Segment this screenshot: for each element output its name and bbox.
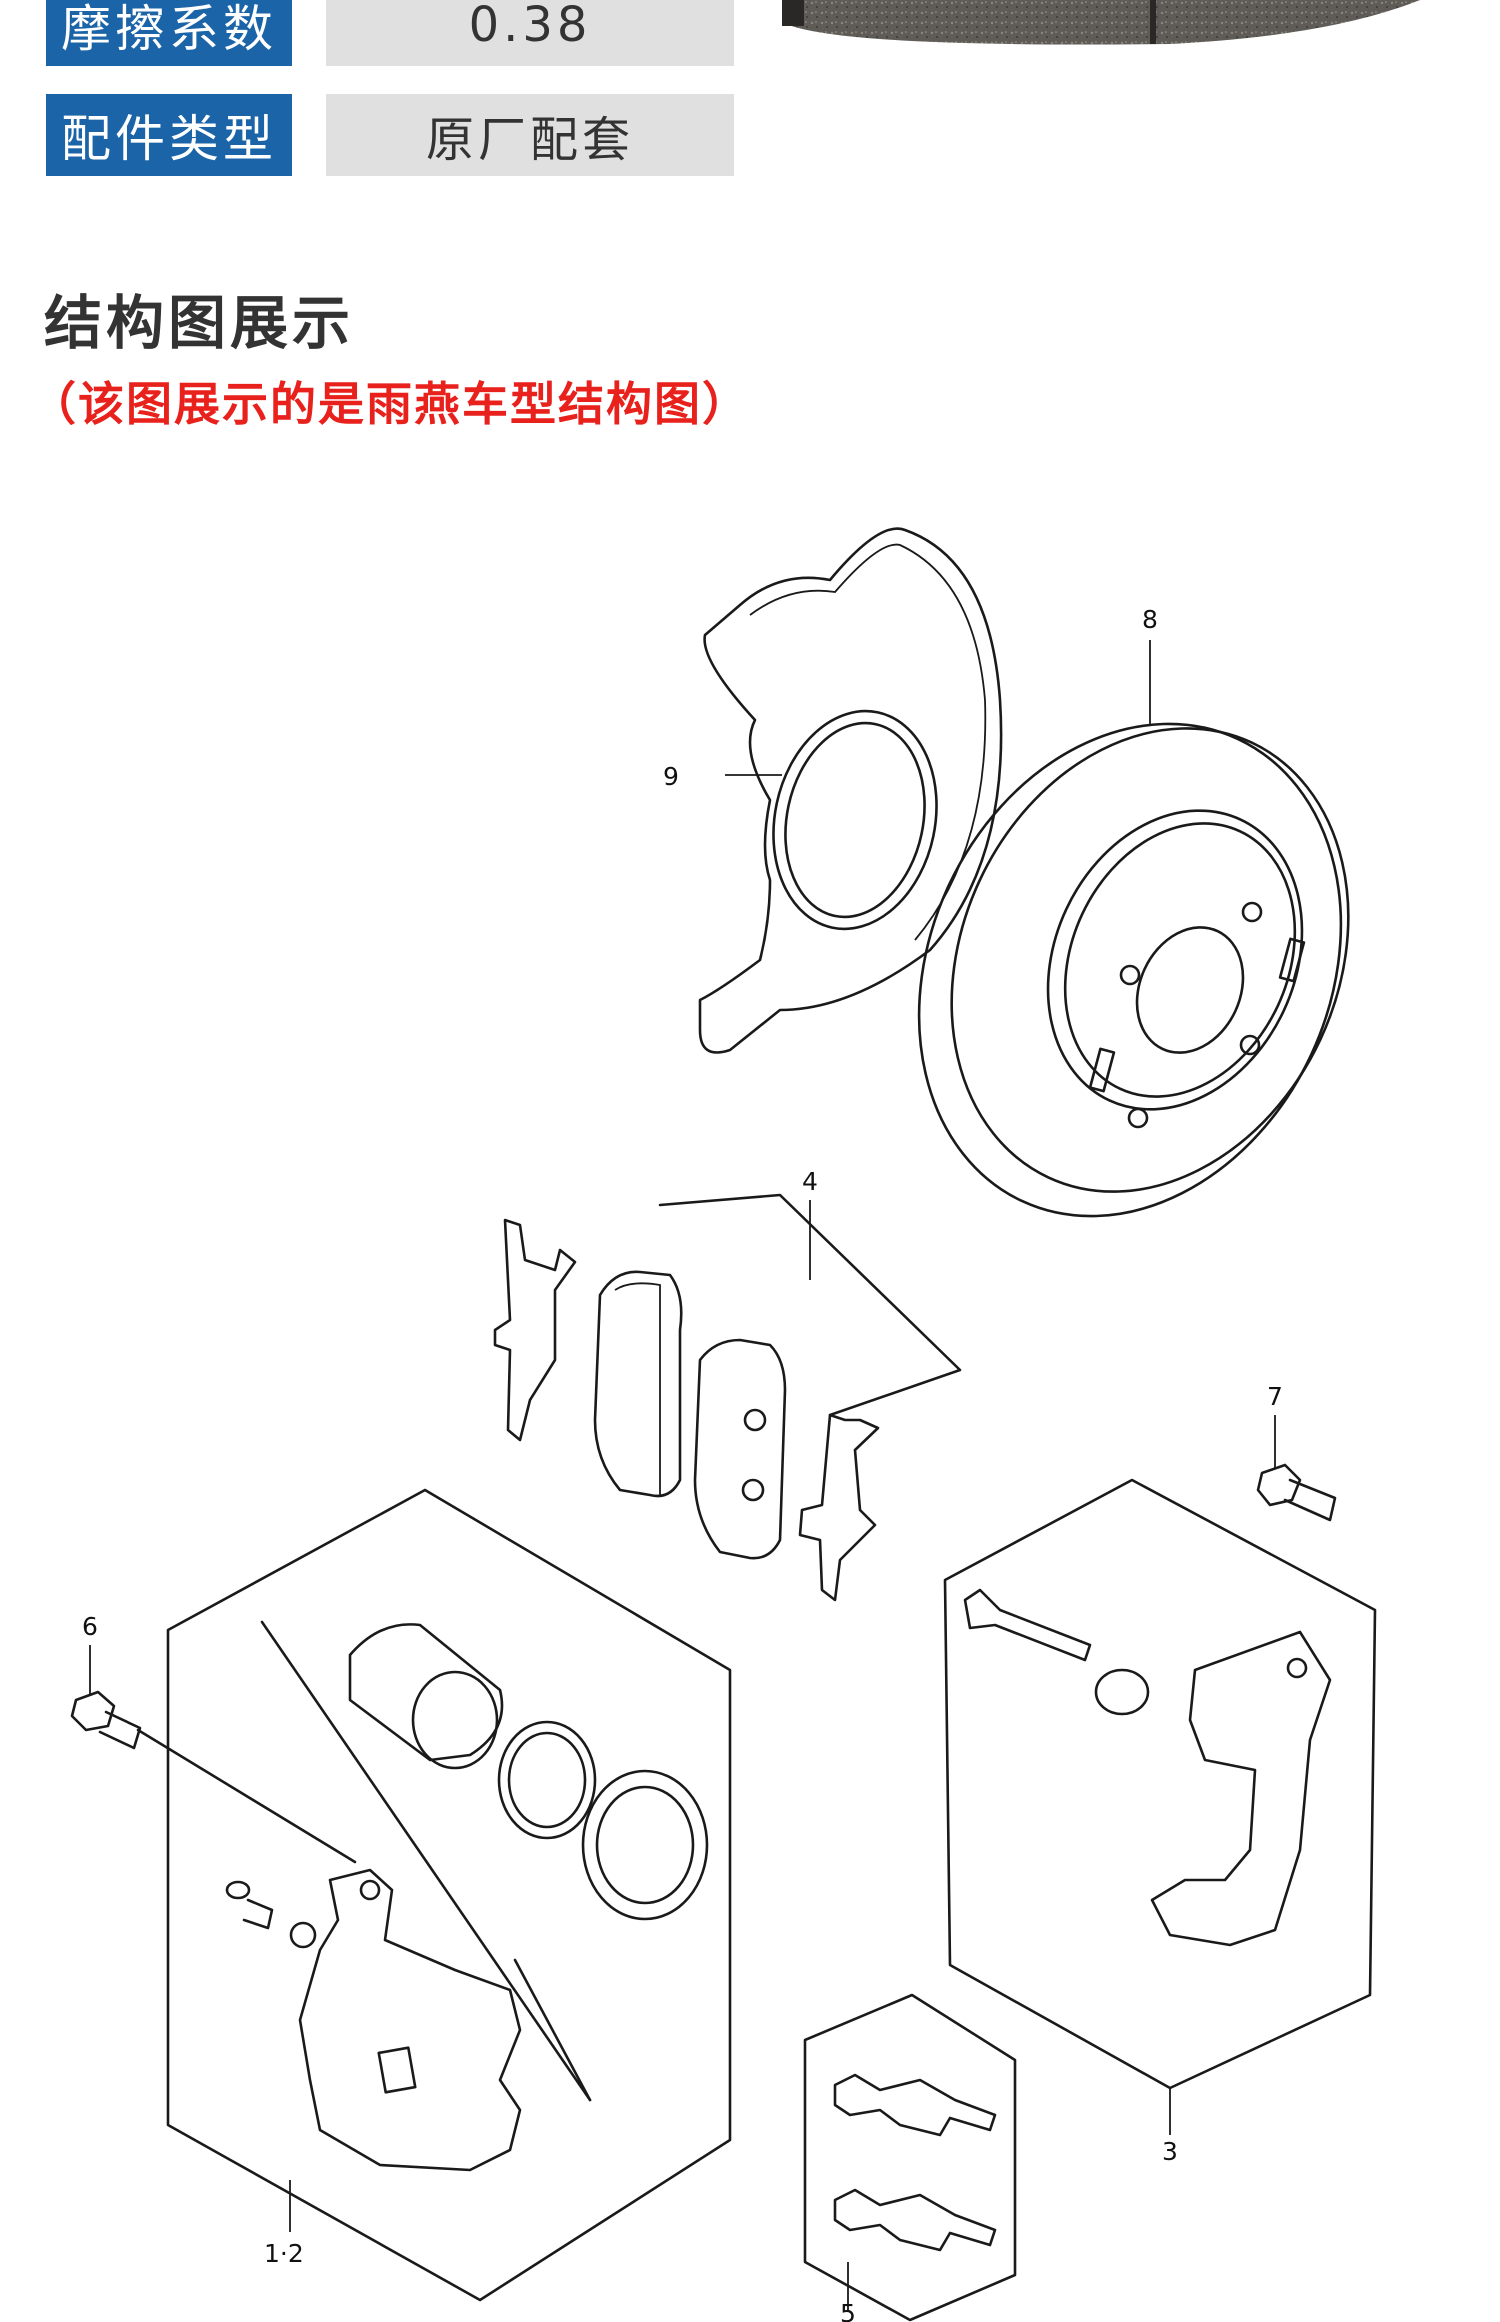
callout-caliper: 1·2 xyxy=(264,2239,304,2268)
section-note: （该图展示的是雨燕车型结构图） xyxy=(30,377,750,431)
bolt-upper xyxy=(1256,1463,1337,1522)
callout-clips: 5 xyxy=(840,2299,856,2322)
brake-pads xyxy=(493,1193,962,1602)
spec-label-part-type: 配件类型 xyxy=(46,94,292,176)
spec-label-friction: 摩擦系数 xyxy=(46,0,292,66)
callout-bracket: 3 xyxy=(1162,2137,1178,2166)
caliper-bracket xyxy=(943,1478,1377,2090)
caliper-assembly xyxy=(136,1488,732,2302)
spec-value-friction: 0.38 xyxy=(326,0,734,66)
callout-pads: 4 xyxy=(802,1167,818,1196)
brake-rotor xyxy=(917,722,1350,1218)
callout-rotor: 8 xyxy=(1142,605,1158,634)
callout-bolt-upper: 7 xyxy=(1267,1382,1283,1411)
spec-value-part-type: 原厂配套 xyxy=(326,94,734,176)
pad-clips xyxy=(803,1993,1017,2322)
brake-exploded-diagram: 9 8 4 7 3 xyxy=(70,527,1377,2322)
section-title: 结构图展示 xyxy=(44,289,355,357)
callout-bolt-left: 6 xyxy=(82,1612,98,1641)
bolt-left xyxy=(70,1690,142,1750)
brake-pad-photo xyxy=(782,0,1420,45)
dust-shield xyxy=(698,527,1003,1054)
callout-shield: 9 xyxy=(663,762,679,791)
